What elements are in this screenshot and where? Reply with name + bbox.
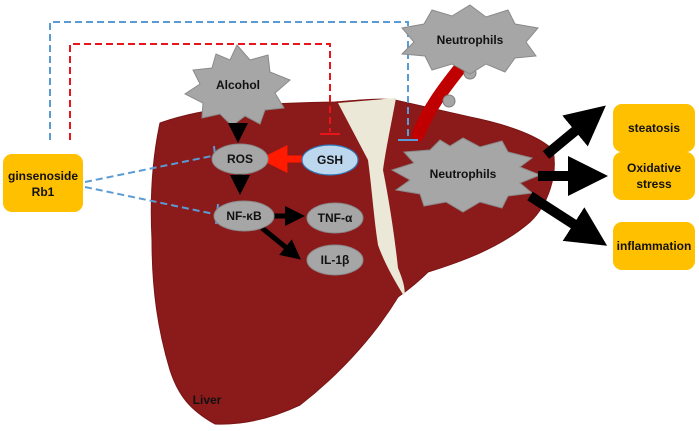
- oxidative-stress-label-line1: Oxidative: [627, 161, 681, 175]
- vessel-cell: [442, 94, 456, 108]
- oxidative-stress-label-line2: stress: [636, 177, 672, 191]
- ginsenoside-box: [3, 154, 83, 212]
- inhibit-line-blue-outer: [49, 21, 409, 140]
- arrow-to-inflammation: [527, 191, 608, 246]
- neutrophils-top-label: Neutrophils: [437, 33, 504, 47]
- inflammation-box: [613, 222, 695, 270]
- arrow-to-steatosis: [542, 105, 606, 159]
- tnf-node: [306, 202, 364, 234]
- gsh-label: GSH: [317, 153, 343, 167]
- neutrophils-liver-burst: [390, 137, 542, 213]
- gsh-node: [301, 144, 359, 176]
- inflammation-label: inflammation: [617, 239, 692, 253]
- nfkb-label: NF-κB: [226, 209, 262, 223]
- steatosis-label: steatosis: [628, 121, 680, 135]
- neutrophils-top-burst: [400, 4, 539, 75]
- neutrophils-liver-label: Neutrophils: [430, 167, 497, 181]
- liver-label: Liver: [193, 393, 222, 407]
- arrow-nfkb-il1b: [260, 226, 301, 260]
- nfkb-node: [213, 200, 275, 232]
- tnf-label: TNF-α: [318, 211, 353, 225]
- il1b-node: [306, 244, 364, 276]
- steatosis-box: [613, 104, 695, 152]
- liver-ligament: [338, 98, 405, 296]
- ginsenoside-label-line1: ginsenoside: [8, 169, 78, 183]
- ros-node: [211, 143, 269, 175]
- inhibit-line-red: [69, 43, 331, 140]
- ros-label: ROS: [227, 152, 253, 166]
- oxidative-stress-box: [613, 152, 695, 200]
- ginsenoside-label-line2: Rb1: [32, 185, 55, 199]
- alcohol-label: Alcohol: [216, 78, 260, 92]
- il1b-label: IL-1β: [321, 253, 350, 267]
